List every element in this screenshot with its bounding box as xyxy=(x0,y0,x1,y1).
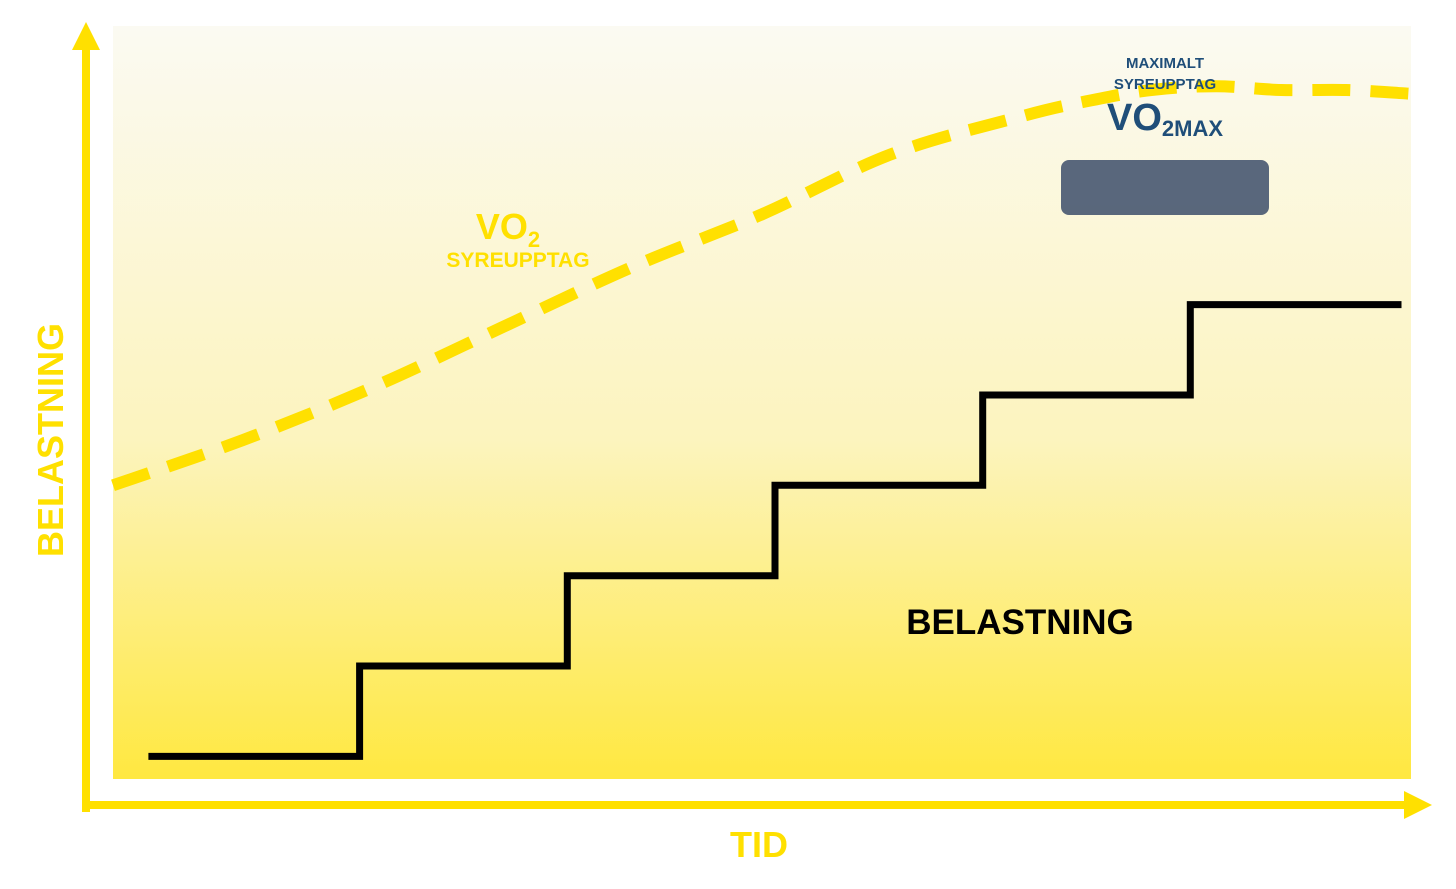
x-axis-label: TID xyxy=(730,824,788,865)
vo2max-box xyxy=(1061,160,1269,215)
vo2-caption: SYREUPPTAG xyxy=(446,249,589,272)
vo2max-caption-line-2: SYREUPPTAG xyxy=(1114,76,1216,93)
y-axis-arrow xyxy=(72,22,100,50)
load-series-label: BELASTNING xyxy=(906,603,1134,642)
vo2max-caption-line-1: MAXIMALT xyxy=(1126,55,1204,72)
x-axis-arrow xyxy=(1404,791,1432,819)
vo2max-label: VO2MAX xyxy=(1107,97,1223,141)
vo2max-label-main: VO xyxy=(1107,97,1162,139)
load-step-line xyxy=(148,301,1402,760)
axes xyxy=(72,22,1432,819)
y-axis-label: BELASTNING xyxy=(30,323,71,557)
plot-background xyxy=(113,26,1411,779)
vo2-label-main: VO xyxy=(476,206,528,247)
vo2-curve-line xyxy=(111,80,1412,491)
vo2-label-sub: 2 xyxy=(528,227,540,252)
vo2max-label-sub: 2MAX xyxy=(1162,116,1223,141)
vo2-label: VO2 xyxy=(476,206,540,252)
